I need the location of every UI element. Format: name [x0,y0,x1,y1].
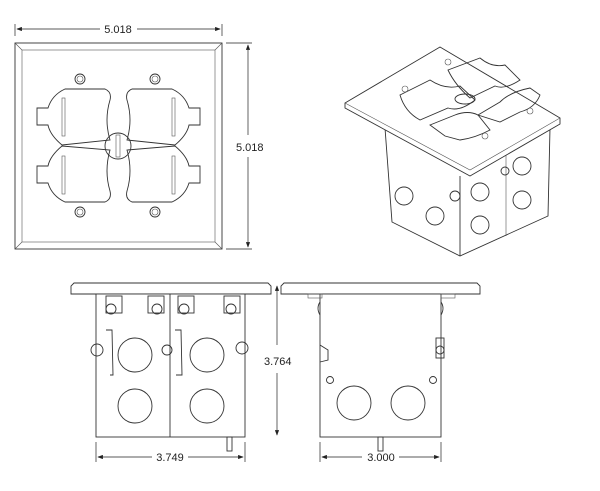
front-height-label: 5.018 [236,142,264,154]
dimension-end-width: 3.000 [319,442,442,464]
dimension-front-width: 5.018 [14,24,223,36]
side-width-label: 3.749 [156,452,184,464]
end-view [280,282,481,452]
side-height-label: 3.764 [264,356,292,368]
front-width-label: 5.018 [104,24,132,36]
dimension-side-width: 3.749 [95,442,246,464]
side-view [70,282,272,452]
dimension-front-height: 5.018 [226,42,264,250]
screws [90,295,249,452]
dimension-side-height: 3.764 [264,285,292,436]
front-view-wallplate [14,42,223,250]
outlet-covers [36,88,201,203]
isometric-view [344,46,561,257]
end-width-label: 3.000 [367,452,395,464]
screw-holes [74,73,161,218]
